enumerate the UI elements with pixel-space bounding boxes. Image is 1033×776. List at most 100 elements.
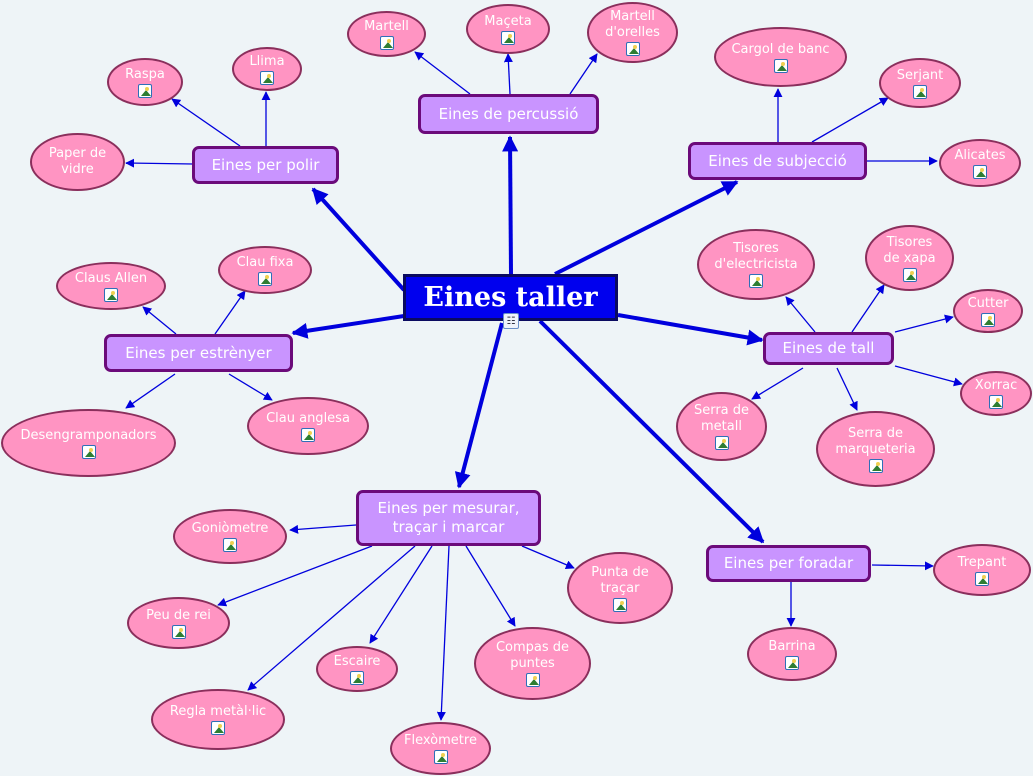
category-eines-per-mesurar[interactable]: Eines per mesurar, traçar i marcar: [356, 490, 541, 546]
leaf-punta-de-tracar[interactable]: Punta de traçar: [567, 552, 673, 624]
leaf-label: Goniòmetre: [191, 521, 269, 536]
category-link: [785, 296, 816, 333]
image-icon[interactable]: [138, 83, 152, 98]
image-icon[interactable]: [981, 312, 995, 327]
image-icon[interactable]: [913, 84, 927, 99]
leaf-clau-fixa[interactable]: Clau fixa: [218, 246, 312, 294]
image-icon[interactable]: [258, 271, 272, 286]
leaf-martell[interactable]: Martell: [347, 11, 426, 57]
image-icon[interactable]: [625, 42, 640, 56]
leaf-barrina[interactable]: Barrina: [747, 627, 837, 681]
leaf-label: Raspa: [125, 66, 165, 82]
leaf-label: Flexòmetre: [404, 733, 477, 748]
image-icon[interactable]: [902, 267, 917, 282]
image-icon[interactable]: [773, 58, 788, 73]
image-icon[interactable]: [975, 571, 989, 586]
leaf-desengramponadors[interactable]: Desengramponadors: [1, 409, 176, 477]
leaf-martell-dorelles[interactable]: Martell d'orelles: [587, 2, 678, 63]
hierarchy-icon[interactable]: ☷: [503, 313, 519, 329]
image-icon[interactable]: [260, 70, 274, 85]
leaf-claus-allen[interactable]: Claus Allen: [56, 262, 166, 310]
leaf-flexometre[interactable]: Flexòmetre: [390, 722, 491, 775]
leaf-peu-de-rei[interactable]: Peu de rei: [127, 597, 230, 649]
leaf-raspa[interactable]: Raspa: [107, 58, 183, 106]
image-icon[interactable]: [301, 427, 315, 442]
leaf-label: Escaire: [333, 653, 381, 669]
category-link: [214, 290, 246, 335]
leaf-serra-de-marqueteria[interactable]: Serra de marqueteria: [816, 411, 935, 487]
leaf-trepant[interactable]: Trepant: [933, 544, 1031, 596]
category-link: [125, 158, 194, 168]
category-link: [247, 545, 416, 691]
category-link: [142, 306, 177, 335]
leaf-xorrac[interactable]: Xorrac: [960, 371, 1032, 416]
leaf-llima[interactable]: Llima: [232, 47, 302, 91]
leaf-tisores-de-xapa[interactable]: Tisores de xapa: [865, 225, 954, 291]
leaf-serra-de-metall[interactable]: Serra de metall: [676, 392, 767, 461]
image-icon[interactable]: [714, 436, 729, 450]
category-link: [369, 545, 433, 644]
leaf-cargol-de-banc[interactable]: Cargol de banc: [714, 27, 847, 87]
image-icon[interactable]: [501, 30, 515, 45]
leaf-alicates[interactable]: Alicates: [939, 139, 1021, 187]
leaf-label: Tisores de xapa: [883, 234, 936, 266]
image-icon[interactable]: [171, 624, 186, 639]
leaf-clau-anglesa[interactable]: Clau anglesa: [247, 397, 369, 455]
category-eines-per-polir[interactable]: Eines per polir: [192, 146, 339, 184]
root-label: Eines taller: [423, 282, 598, 313]
image-icon[interactable]: [223, 538, 237, 552]
leaf-label: Trepant: [957, 554, 1007, 570]
leaf-label: Llima: [249, 53, 285, 69]
leaf-tisores-delectricista[interactable]: Tisores d'electricista: [697, 229, 815, 300]
leaf-escaire[interactable]: Escaire: [316, 646, 398, 692]
leaf-compas-de-puntes[interactable]: Compas de puntes: [474, 627, 591, 700]
leaf-serjant[interactable]: Serjant: [879, 58, 961, 108]
category-link: [228, 373, 273, 401]
category-link: [871, 561, 934, 571]
category-eines-per-foradar[interactable]: Eines per foradar: [706, 545, 871, 582]
image-icon[interactable]: [525, 673, 540, 687]
category-eines-de-tall[interactable]: Eines de tall: [763, 332, 894, 365]
image-icon[interactable]: [104, 287, 118, 302]
category-eines-per-estrenyer[interactable]: Eines per estrènyer: [104, 334, 293, 372]
leaf-label: Serra de metall: [693, 403, 750, 434]
category-eines-de-subjeccio[interactable]: Eines de subjecció: [688, 142, 867, 180]
root-link: [311, 187, 406, 292]
category-link: [414, 51, 471, 95]
leaf-maceta[interactable]: Maçeta: [466, 4, 550, 54]
leaf-goniometre[interactable]: Goniòmetre: [173, 509, 287, 564]
category-label: Eines per foradar: [723, 554, 854, 572]
leaf-label: Peu de rei: [146, 607, 211, 623]
category-label: Eines per estrènyer: [125, 343, 272, 362]
image-icon[interactable]: [379, 35, 394, 50]
leaf-regla-metallic[interactable]: Regla metàl·lic: [151, 689, 285, 750]
leaf-label: Martell: [364, 18, 409, 34]
leaf-label: Alicates: [954, 147, 1006, 163]
category-link: [894, 314, 954, 333]
image-icon[interactable]: [973, 164, 987, 179]
category-link: [569, 53, 598, 95]
category-label: Eines de percussió: [438, 104, 579, 123]
image-icon[interactable]: [613, 597, 627, 612]
image-icon[interactable]: [868, 458, 883, 473]
image-icon[interactable]: [211, 721, 225, 735]
leaf-label: Desengramponadors: [20, 427, 157, 443]
leaf-paper-de-vidre[interactable]: Paper de vidre: [30, 133, 125, 191]
image-icon[interactable]: [433, 750, 448, 764]
root-link: [617, 313, 764, 346]
leaf-label: Martell d'orelles: [605, 9, 660, 40]
leaf-label: Tisores d'electricista: [714, 241, 798, 272]
leaf-label: Clau fixa: [236, 254, 294, 270]
leaf-label: Paper de vidre: [48, 146, 107, 177]
image-icon[interactable]: [785, 655, 799, 670]
category-label: Eines de subjecció: [708, 151, 847, 170]
category-eines-de-percussio[interactable]: Eines de percussió: [418, 94, 599, 134]
image-icon[interactable]: [350, 670, 364, 685]
leaf-label: Cargol de banc: [731, 41, 830, 57]
image-icon[interactable]: [749, 274, 763, 288]
leaf-cutter[interactable]: Cutter: [953, 289, 1023, 333]
category-link: [751, 367, 804, 400]
image-icon[interactable]: [81, 444, 96, 459]
category-link: [851, 284, 885, 333]
image-icon[interactable]: [989, 395, 1003, 409]
